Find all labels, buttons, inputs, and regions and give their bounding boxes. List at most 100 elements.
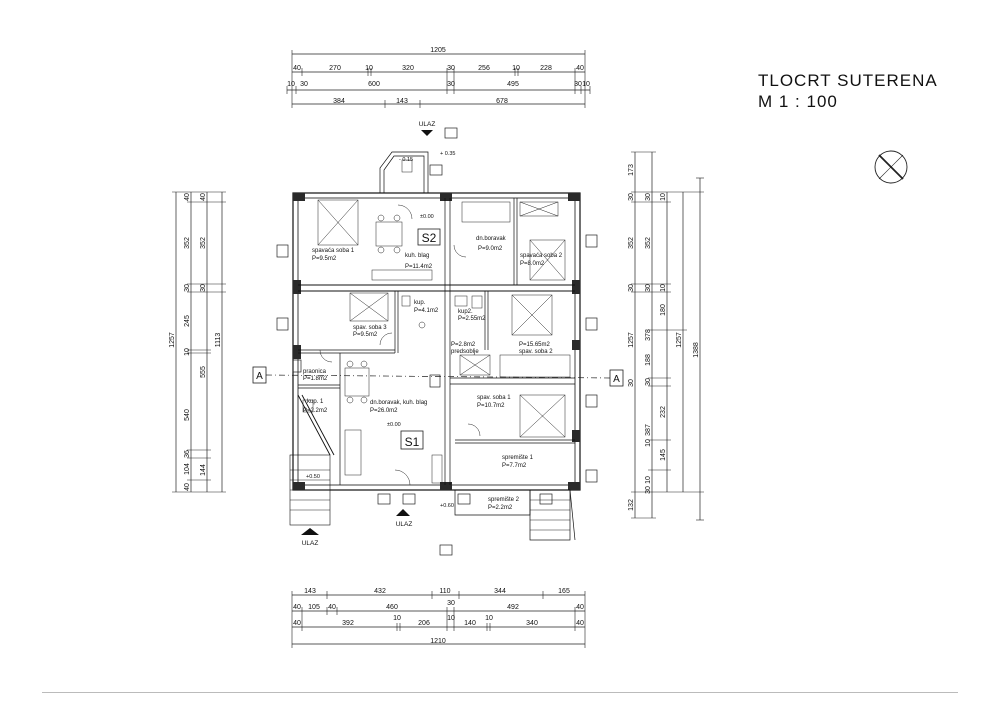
room-7-name: kup2. (458, 309, 473, 315)
room-12-area: P=26.0m2 (370, 408, 398, 414)
room-1-name: spavaća soba 1 (312, 248, 355, 254)
svg-text:30: 30 (645, 486, 652, 494)
section-mark-left (252, 366, 267, 384)
top-dimensions (286, 50, 591, 108)
room-labels: spavaća soba 1 P=9.5m2 kuh. blag P=11.4m… (303, 236, 563, 511)
entrance-label-top: ULAZ (419, 121, 436, 128)
svg-text:140: 140 (464, 620, 476, 627)
svg-text:36: 36 (184, 450, 191, 458)
svg-text:40: 40 (293, 65, 301, 72)
room-1-area: P=9.5m2 (312, 256, 337, 262)
svg-text:30: 30 (645, 193, 652, 201)
room-4-name: spavaća soba 2 (520, 253, 563, 259)
svg-text:40: 40 (293, 604, 301, 611)
room-2-area: P=11.4m2 (405, 264, 433, 270)
svg-text:270: 270 (329, 65, 341, 72)
svg-text:30: 30 (645, 284, 652, 292)
svg-text:30: 30 (200, 284, 207, 292)
svg-text:352: 352 (645, 237, 652, 249)
room-5-area: P=9.5m2 (353, 332, 378, 338)
svg-text:344: 344 (494, 588, 506, 595)
svg-text:30: 30 (628, 193, 635, 201)
furniture (302, 159, 571, 484)
svg-text:492: 492 (507, 604, 519, 611)
svg-text:10: 10 (287, 81, 295, 88)
svg-text:384: 384 (333, 98, 345, 105)
svg-text:±0.00: ±0.00 (387, 422, 401, 428)
entrance-label-left: ULAZ (302, 540, 319, 547)
room-9-name: spav. soba 2 (519, 349, 553, 355)
entrance-label-mid: ULAZ (396, 521, 413, 528)
svg-text:495: 495 (507, 81, 519, 88)
room-8-area: P=2.8m2 (451, 342, 476, 348)
svg-text:232: 232 (660, 406, 667, 418)
unit-box-s1 (400, 430, 424, 450)
room-7-area: P=2.55m2 (458, 316, 486, 322)
svg-text:10: 10 (184, 348, 191, 356)
unit-label-s1: S1 (405, 435, 420, 449)
room-11-area: P=2.2m2 (303, 408, 328, 414)
walls (289, 151, 581, 541)
svg-text:1113: 1113 (215, 333, 222, 348)
north-arrow-icon (874, 150, 908, 184)
svg-text:40: 40 (200, 193, 207, 201)
room-12-name: dn.boravak, kuh. blag (370, 400, 427, 406)
door-swings (319, 204, 481, 486)
svg-text:1388: 1388 (693, 342, 700, 358)
svg-text:378: 378 (645, 329, 652, 341)
room-13-area: P=10.7m2 (477, 403, 505, 409)
svg-text:110: 110 (439, 588, 450, 595)
unit-box-s2 (417, 228, 441, 246)
svg-text:320: 320 (402, 65, 414, 72)
svg-text:144: 144 (200, 464, 207, 476)
room-4-area: P=8.0m2 (520, 261, 545, 267)
svg-text:40: 40 (184, 193, 191, 201)
svg-text:40: 40 (576, 65, 584, 72)
svg-text:678: 678 (496, 98, 508, 105)
stair-treads (290, 469, 570, 531)
svg-text:10: 10 (365, 65, 373, 72)
room-15-area: P=2.2m2 (488, 505, 513, 511)
level-marks: - 0.15 + 0.35 ±0.00 ±0.00 +0.50 +0.60 (306, 151, 455, 509)
svg-text:±0.00: ±0.00 (420, 214, 434, 220)
dim-top-total: 1205 (430, 47, 446, 54)
svg-text:1257: 1257 (169, 332, 176, 348)
svg-text:352: 352 (184, 237, 191, 249)
svg-text:+0.50: +0.50 (306, 474, 320, 480)
svg-text:188: 188 (645, 354, 652, 366)
svg-text:10: 10 (447, 615, 455, 622)
room-3-area: P=9.0m2 (478, 246, 503, 252)
svg-text:245: 245 (184, 315, 191, 327)
windows (276, 127, 598, 556)
svg-text:10: 10 (512, 65, 520, 72)
svg-text:256: 256 (478, 65, 490, 72)
room-6-area: P=4.1m2 (414, 308, 439, 314)
svg-text:1257: 1257 (628, 332, 635, 348)
svg-text:600: 600 (368, 81, 380, 88)
bottom-dimensions (291, 591, 586, 648)
room-6-name: kup. (414, 300, 426, 306)
section-label-left: A (256, 371, 263, 382)
title-line-1: TLOCRT SUTERENA (758, 71, 938, 90)
svg-text:352: 352 (628, 237, 635, 249)
svg-text:432: 432 (374, 588, 386, 595)
unit-label-s2: S2 (422, 231, 437, 245)
svg-text:105: 105 (308, 604, 320, 611)
svg-text:340: 340 (526, 620, 538, 627)
svg-text:10: 10 (645, 476, 652, 484)
drawing-title: TLOCRT SUTERENA M 1 : 100 (758, 70, 938, 112)
svg-text:10: 10 (582, 81, 590, 88)
room-9-area: P=15.65m2 (519, 342, 551, 348)
svg-text:10: 10 (485, 615, 493, 622)
room-5-name: spav. soba 3 (353, 325, 387, 331)
svg-text:40: 40 (576, 604, 584, 611)
room-14-area: P=7.7m2 (502, 463, 527, 469)
entrance-arrows (301, 130, 433, 535)
svg-text:352: 352 (200, 237, 207, 249)
room-2-name: kuh. blag (405, 253, 429, 259)
room-10-area: P=1.8m2 (303, 376, 328, 382)
room-13-name: spav. soba 1 (477, 395, 511, 401)
room-11-name: kup. 1 (307, 399, 324, 405)
svg-text:30: 30 (574, 81, 582, 88)
